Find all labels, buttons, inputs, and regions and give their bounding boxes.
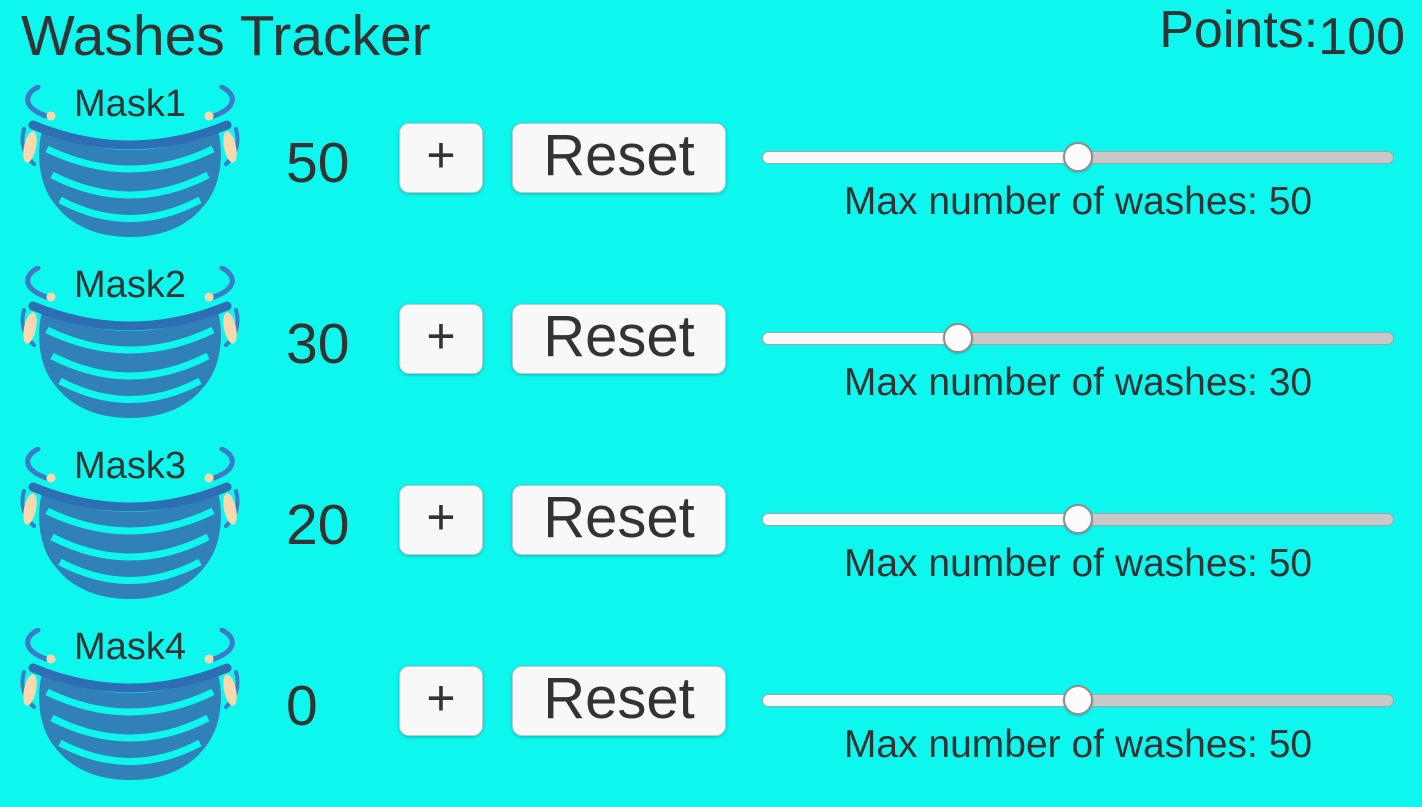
max-washes-label: Max number of washes: 50 (843, 723, 1313, 766)
reset-button[interactable]: Reset (512, 485, 726, 555)
max-washes-slider[interactable] (762, 500, 1394, 540)
increment-button[interactable]: + (399, 123, 483, 193)
slider-thumb[interactable] (1063, 504, 1093, 534)
slider-fill (763, 152, 1079, 163)
max-washes-slider[interactable] (762, 681, 1394, 721)
slider-thumb[interactable] (1063, 142, 1093, 172)
slider-fill (763, 695, 1079, 706)
max-washes-label: Max number of washes: 50 (843, 180, 1313, 223)
wash-count: 0 (286, 674, 318, 738)
page-title: Washes Tracker (21, 4, 431, 68)
slider-thumb[interactable] (1063, 685, 1093, 715)
max-washes-label: Max number of washes: 50 (843, 542, 1313, 585)
max-washes-slider[interactable] (762, 319, 1394, 359)
mask-row: Mask2 30 + Reset Max number of washes: 3… (0, 264, 1422, 445)
slider-track (762, 332, 1394, 345)
mask-row: Mask3 20 + Reset Max number of washes: 5… (0, 445, 1422, 626)
points-label: Points: (1159, 1, 1319, 59)
slider-fill (763, 514, 1079, 525)
mask-name-label: Mask3 (74, 445, 186, 487)
points-display: Points:100 (1159, 1, 1405, 65)
reset-button[interactable]: Reset (512, 304, 726, 374)
mask-name-label: Mask1 (74, 83, 186, 125)
reset-button[interactable]: Reset (512, 666, 726, 736)
mask-row: Mask4 0 + Reset Max number of washes: 50 (0, 626, 1422, 807)
points-value: 100 (1318, 8, 1405, 66)
wash-count: 20 (286, 493, 350, 557)
max-washes-label: Max number of washes: 30 (843, 361, 1313, 404)
mask-name-label: Mask2 (74, 264, 186, 306)
mask-row: Mask1 50 + Reset Max number of washes: 5… (0, 83, 1422, 264)
slider-fill (763, 333, 959, 344)
mask-name-label: Mask4 (74, 626, 186, 668)
max-washes-slider[interactable] (762, 138, 1394, 178)
reset-button[interactable]: Reset (512, 123, 726, 193)
increment-button[interactable]: + (399, 304, 483, 374)
slider-thumb[interactable] (942, 323, 973, 353)
increment-button[interactable]: + (399, 485, 483, 555)
wash-count: 30 (286, 312, 350, 376)
increment-button[interactable]: + (399, 666, 483, 736)
wash-count: 50 (286, 131, 350, 195)
